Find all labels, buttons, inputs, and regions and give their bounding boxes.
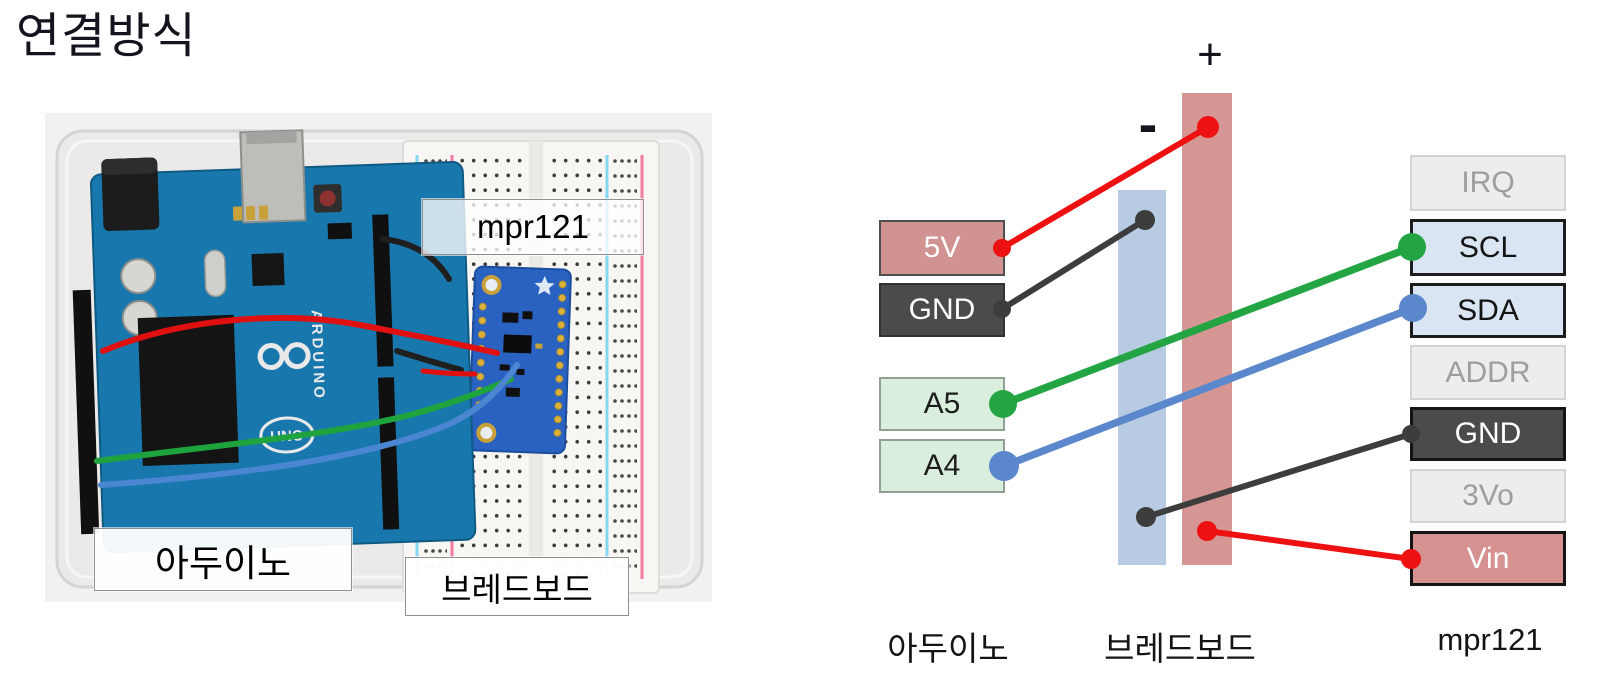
wiring-photo: ARDUINO UNO mpr121 아두이노 브레드보드 (45, 113, 712, 616)
wire-a5-to-scl (999, 243, 1416, 408)
photo-jumper-wires (94, 236, 520, 488)
column-label-mpr121: mpr121 (1437, 622, 1543, 657)
breadboard-minus-rail (1118, 190, 1166, 565)
page-title: 연결방식 (16, 10, 197, 63)
capacitor (120, 258, 157, 295)
wire-connection-dots (989, 116, 1427, 569)
minus-rail-sign: - (1138, 92, 1158, 155)
wire-5v-to-plus-rail (999, 124, 1211, 251)
mpr121-pin-gnd: GND (1410, 407, 1566, 461)
microcontroller-chip (137, 314, 239, 467)
arduino-pin-a5: A5 (879, 377, 1005, 431)
red-jumper-wire (420, 368, 478, 377)
adafruit-star-icon (534, 275, 555, 296)
mpr121-board-photo (468, 265, 572, 455)
arduino-logo-icon (257, 342, 285, 370)
photo-label-arduino: 아두이노 (94, 528, 352, 591)
black-jumper-wire (394, 348, 464, 373)
mpr121-pin-sda: SDA (1410, 283, 1566, 338)
column-label-arduino: 아두이노 (887, 630, 1009, 667)
arduino-pin-gnd: GND (879, 283, 1005, 337)
pin-header (377, 377, 400, 530)
column-label-breadboard: 브레드보드 (1104, 630, 1256, 667)
crystal-oscillator (203, 249, 227, 298)
breadboard-plus-rail (1182, 93, 1232, 565)
green-jumper-wire (94, 376, 514, 464)
wire-gnd-to-minus-rail (999, 217, 1148, 312)
power-jack (101, 157, 160, 232)
mpr121-pin-irq: IRQ (1410, 155, 1566, 211)
wire-a4-to-sda (1000, 304, 1417, 470)
acrylic-plate-highlight (65, 139, 694, 579)
mpr121-pin-vin: Vin (1410, 531, 1566, 586)
red-jumper-wire (100, 315, 500, 356)
photo-label-breadboard: 브레드보드 (405, 557, 629, 616)
arduino-pin-5v: 5V (879, 220, 1005, 276)
plus-rail-sign: + (1197, 30, 1223, 79)
photo-label-mpr121: mpr121 (422, 199, 644, 255)
wire-minus-rail-to-gnd (1143, 431, 1414, 520)
mpr121-pin-3vo: 3Vo (1410, 469, 1566, 523)
wire-plus-rail-to-vin (1204, 528, 1414, 562)
svg-text:ARDUINO: ARDUINO (308, 310, 328, 402)
arduino-board-photo: ARDUINO UNO (72, 129, 477, 554)
arduino-pin-a4: A4 (879, 439, 1005, 493)
mpr121-pin-scl: SCL (1410, 219, 1566, 276)
pin-header (72, 289, 100, 535)
blue-jumper-wire (98, 362, 520, 488)
mpr121-pin-addr: ADDR (1410, 345, 1566, 400)
